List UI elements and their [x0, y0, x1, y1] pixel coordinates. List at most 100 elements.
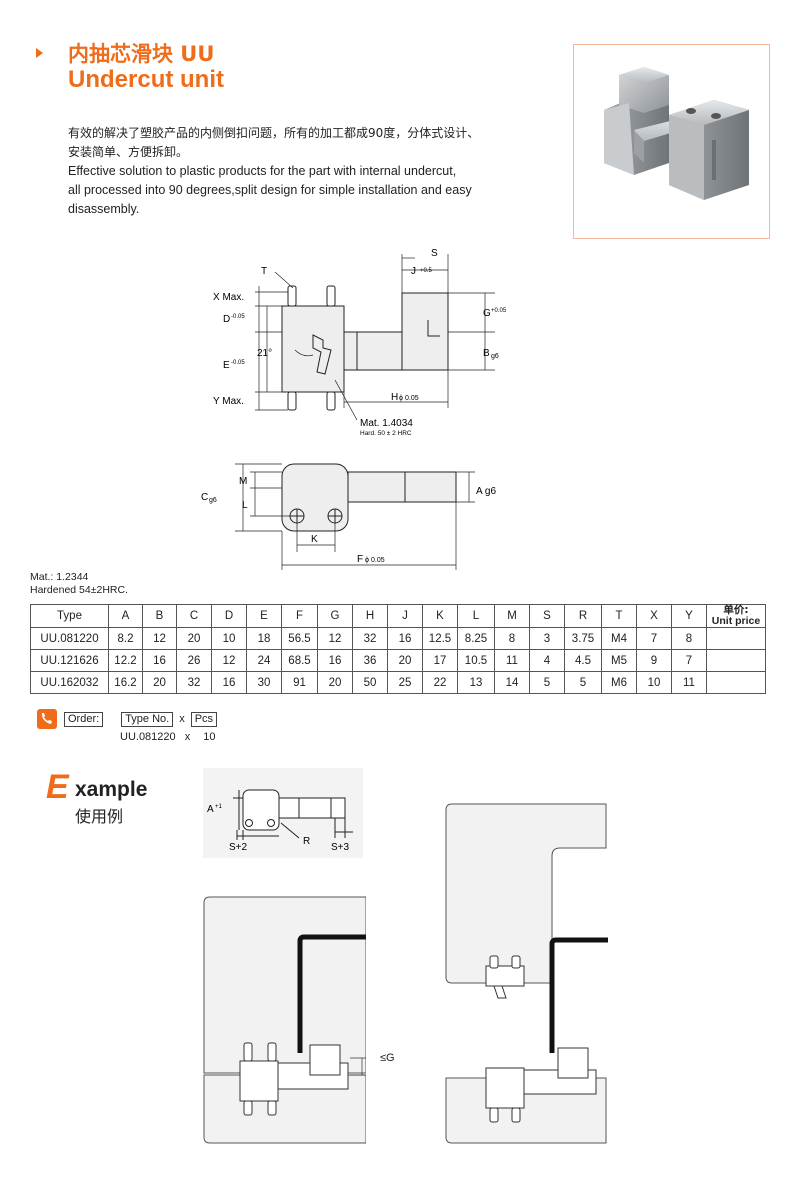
th-f: F — [281, 604, 318, 628]
th-t: T — [601, 604, 637, 628]
cell-value: 16 — [211, 671, 247, 694]
cell-value: 8 — [671, 627, 707, 650]
spec-table: Type A B C D E F G H J K L M S R T X Y 单… — [30, 604, 766, 694]
cell-unit-price — [706, 671, 766, 694]
top-arm — [347, 471, 457, 503]
order-example: Order: Type No. x Pcs UU.081220 x 10 — [36, 708, 218, 743]
th-s: S — [529, 604, 565, 628]
th-d: D — [211, 604, 247, 628]
th-r: R — [564, 604, 602, 628]
label-H: H — [391, 392, 398, 403]
description-en-line2: all processed into 90 degrees,split desi… — [68, 183, 472, 197]
cell-value: 56.5 — [281, 627, 318, 650]
cell-value: 10 — [211, 627, 247, 650]
cell-value: 20 — [317, 671, 353, 694]
th-type: Type — [30, 604, 109, 628]
cell-value: 12 — [317, 627, 353, 650]
mold-example-closed — [203, 896, 366, 1144]
label-J-tol: +0.5 — [420, 268, 433, 274]
label-C-sub: g6 — [209, 497, 217, 504]
cell-value: 16 — [142, 649, 177, 672]
cell-value: 3.75 — [564, 627, 602, 650]
mat-slider: Mat. 1.4034 — [360, 418, 413, 429]
label-B: B — [483, 348, 490, 359]
cell-value: 91 — [281, 671, 318, 694]
cell-value: 20 — [387, 649, 423, 672]
label-A: A g6 — [476, 486, 496, 497]
cell-value: 20 — [176, 627, 212, 650]
mold-example-open — [445, 803, 608, 1144]
label-M: M — [239, 476, 247, 487]
th-b: B — [142, 604, 177, 628]
cell-value: 14 — [494, 671, 530, 694]
cell-type: UU.081220 — [30, 627, 109, 650]
cell-value: 16 — [317, 649, 353, 672]
cell-value: 13 — [457, 671, 495, 694]
cell-value: 12.5 — [422, 627, 458, 650]
cell-value: 16.2 — [108, 671, 143, 694]
example-big-letter: E — [46, 768, 69, 806]
side-pin-top-right — [326, 285, 336, 307]
product-photo — [573, 44, 770, 239]
cell-value: 4 — [529, 649, 565, 672]
label-B-sub: g6 — [491, 353, 499, 360]
cell-value: 30 — [246, 671, 282, 694]
side-slider — [401, 292, 449, 371]
cell-unit-price — [706, 649, 766, 672]
example-label-S2: S+2 — [229, 842, 248, 853]
th-h: H — [352, 604, 388, 628]
label-ymax: Y Max. — [213, 396, 244, 407]
description-en-line3: disassembly. — [68, 202, 140, 216]
cell-value: 32 — [176, 671, 212, 694]
order-x1: x — [179, 713, 185, 725]
unit-price-en: Unit price — [711, 615, 761, 627]
title-chinese: 内抽芯滑块 UU — [68, 42, 215, 66]
cell-value: 5 — [529, 671, 565, 694]
title-bullet-icon — [36, 48, 43, 58]
cell-value: 12.2 — [108, 649, 143, 672]
th-e: E — [246, 604, 282, 628]
description-cn-line2: 安装简单、方便拆卸。 — [68, 145, 189, 159]
phone-icon — [37, 709, 57, 729]
cell-value: 8 — [494, 627, 530, 650]
label-D: D — [223, 314, 230, 325]
cell-value: 10.5 — [457, 649, 495, 672]
side-pin-bottom-left — [287, 391, 297, 411]
side-pin-top-left — [287, 285, 297, 307]
order-example-qty: 10 — [203, 731, 216, 743]
label-xmax: X Max. — [213, 292, 244, 303]
order-x2: x — [184, 731, 191, 743]
right-unit-slider — [557, 1047, 589, 1079]
material-spec: Mat.: 1.2344 — [30, 571, 89, 583]
cell-value: 4.5 — [564, 649, 602, 672]
cell-value: 5 — [564, 671, 602, 694]
cell-type: UU.162032 — [30, 671, 109, 694]
cell-value: 22 — [422, 671, 458, 694]
cell-value: 25 — [387, 671, 423, 694]
cell-value: 20 — [142, 671, 177, 694]
th-j: J — [387, 604, 423, 628]
th-g: G — [317, 604, 353, 628]
label-G-tol: +0.05 — [491, 308, 507, 314]
label-H-phi: ϕ — [399, 395, 403, 402]
side-body — [281, 305, 345, 393]
label-J: J — [411, 266, 416, 277]
description-en-line1: Effective solution to plastic products f… — [68, 164, 457, 178]
left-unit-body — [239, 1060, 279, 1102]
mold-part-contour — [297, 934, 366, 1053]
cell-value: 50 — [352, 671, 388, 694]
th-a: A — [108, 604, 143, 628]
cell-unit-price — [706, 627, 766, 650]
th-l: L — [457, 604, 495, 628]
example-label-R: R — [303, 836, 310, 847]
cell-value: 36 — [352, 649, 388, 672]
label-F-phi: ϕ — [365, 557, 369, 564]
label-C: C — [201, 492, 208, 503]
example-detail-diagram: A +1 S+2 R S+3 — [203, 768, 363, 858]
table-header-row: Type A B C D E F G H J K L M S R T X Y 单… — [30, 604, 766, 628]
label-L: L — [242, 500, 248, 511]
th-x: X — [636, 604, 672, 628]
cell-value: 10 — [636, 671, 672, 694]
